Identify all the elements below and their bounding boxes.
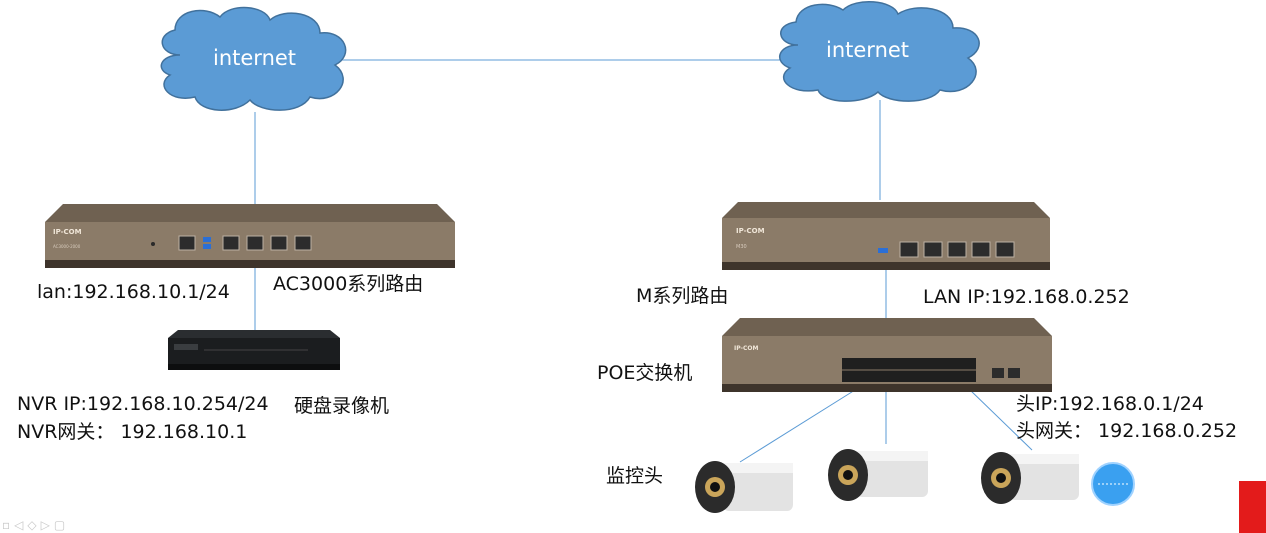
camera-icon-1 [695,461,793,513]
switch-brand: IP-COM [734,345,759,352]
cloud-icon-left [160,6,347,111]
router-icon-right: IP-COM M30 [722,202,1050,270]
cloud-icon-right [779,0,980,102]
router-right-brand: IP-COM [736,227,765,235]
camera-icon-3 [981,452,1079,504]
nvr-icon [168,330,340,370]
link-switch-camera-1 [739,389,856,463]
nvr-gateway: NVR网关： 192.168.10.1 [17,421,248,443]
router-left-lan-ip: lan:192.168.10.1/24 [37,281,230,303]
router-right-lan-ip: LAN IP:192.168.0.252 [923,286,1130,308]
slide-toolbar-icons[interactable]: ▫◁◇▷▢ [2,518,70,532]
switch-icon: IP-COM [722,318,1052,392]
router-left-caption: AC3000系列路由 [273,273,424,295]
camera-ip: 头IP:192.168.0.1/24 [1016,393,1204,415]
camera-icon-2 [828,449,928,501]
red-side-bar [1239,481,1266,533]
router-left-model: AC3000-2000 [53,244,81,249]
nvr-ip: NVR IP:192.168.10.254/24 [17,393,269,415]
camera-gateway: 头网关： 192.168.0.252 [1016,420,1238,442]
nvr-caption: 硬盘录像机 [294,395,390,417]
cloud-right-label: internet [826,38,910,62]
router-icon-left: IP-COM AC3000-2000 [45,204,455,268]
target-icon [1091,462,1135,506]
switch-caption: POE交换机 [597,362,693,384]
router-right-model: M30 [736,244,747,250]
router-right-caption: M系列路由 [636,285,729,307]
cloud-left-label: internet [213,46,297,70]
router-left-brand: IP-COM [53,228,82,236]
link-switch-camera-3 [967,387,1033,451]
camera-caption: 监控头 [606,465,664,487]
